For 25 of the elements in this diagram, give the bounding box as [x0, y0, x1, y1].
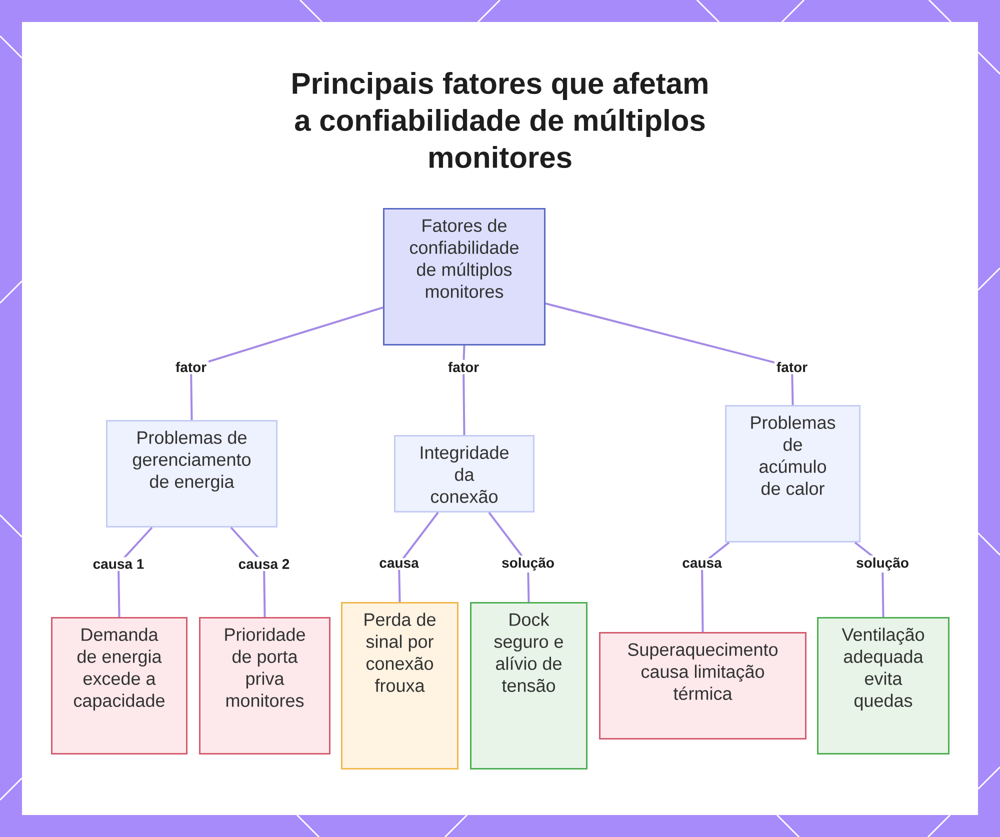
leaf-box: Prioridade de porta priva monitores [199, 617, 330, 754]
edge-label: causa 2 [236, 557, 292, 571]
edge-label: causa [680, 558, 724, 570]
edge-label: causa 1 [90, 557, 146, 571]
branch-box: Problemas de acúmulo de calor [725, 405, 861, 542]
branch-box: Problemas de gerenciamento de energia [106, 420, 278, 528]
connector-line [462, 345, 466, 436]
edge-label: solução [500, 555, 556, 573]
connector-line [701, 542, 730, 632]
leaf-box: Ventilação adequada evita quedas [817, 617, 950, 754]
leaf-box: Dock seguro e alívio de tensão [470, 602, 588, 770]
root-box: Fatores de confiabilidade de múltiplos monitores [383, 208, 546, 346]
leaf-box: Superaquecimento causa limitação térmica [599, 632, 807, 740]
edge-label: fator [774, 360, 810, 374]
leaf-box: Perda de sinal por conexão frouxa [341, 602, 458, 770]
edge-label: causa [377, 558, 421, 570]
branch-box: Integridade da conexão [394, 435, 534, 512]
edge-label: fator [173, 360, 209, 374]
edge-label: solução [854, 555, 911, 573]
connector-line [398, 512, 439, 602]
title: Principais fatores que afetam a confiabilidade de múltiplos monitores [292, 72, 708, 168]
connector-line [190, 306, 384, 420]
connector-line [545, 302, 794, 406]
leaf-box: Demanda de energia excede a capacidade [51, 617, 188, 754]
edge-label: fator [446, 360, 482, 374]
